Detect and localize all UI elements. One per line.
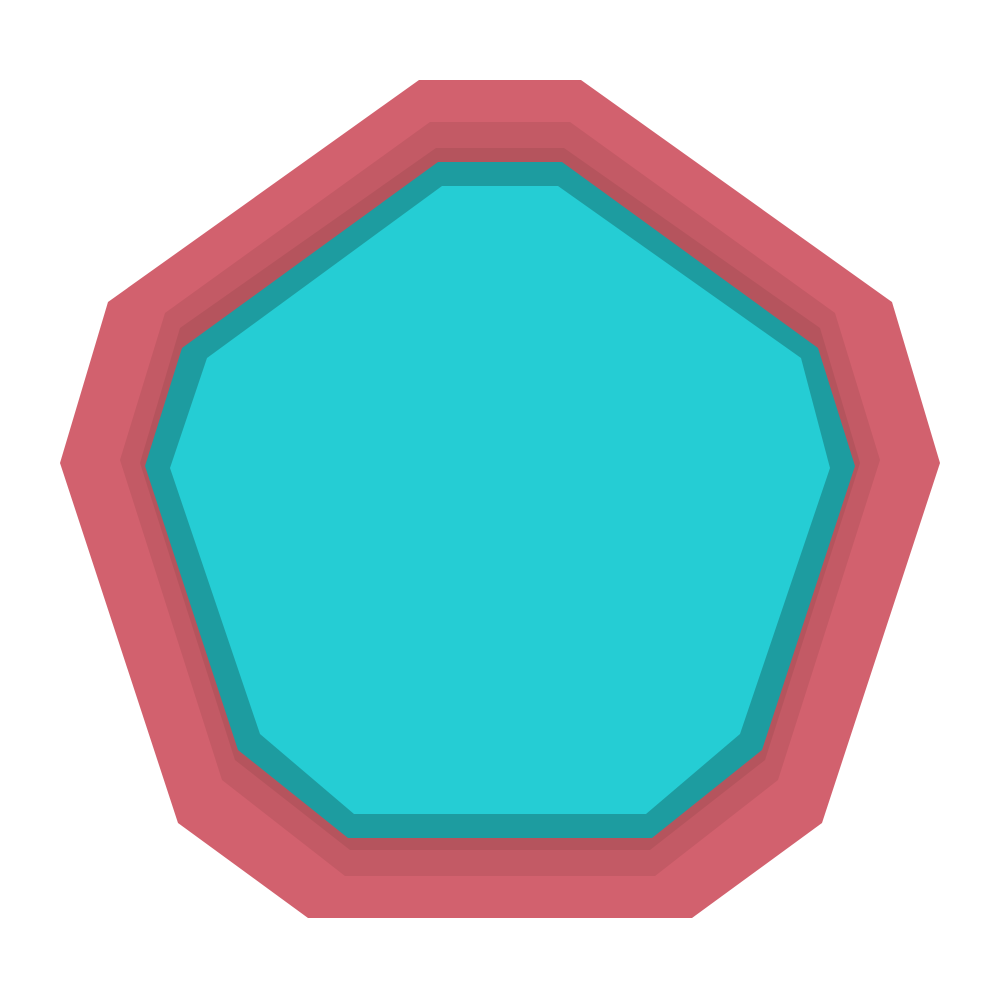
heptagon-fill [170,186,830,814]
